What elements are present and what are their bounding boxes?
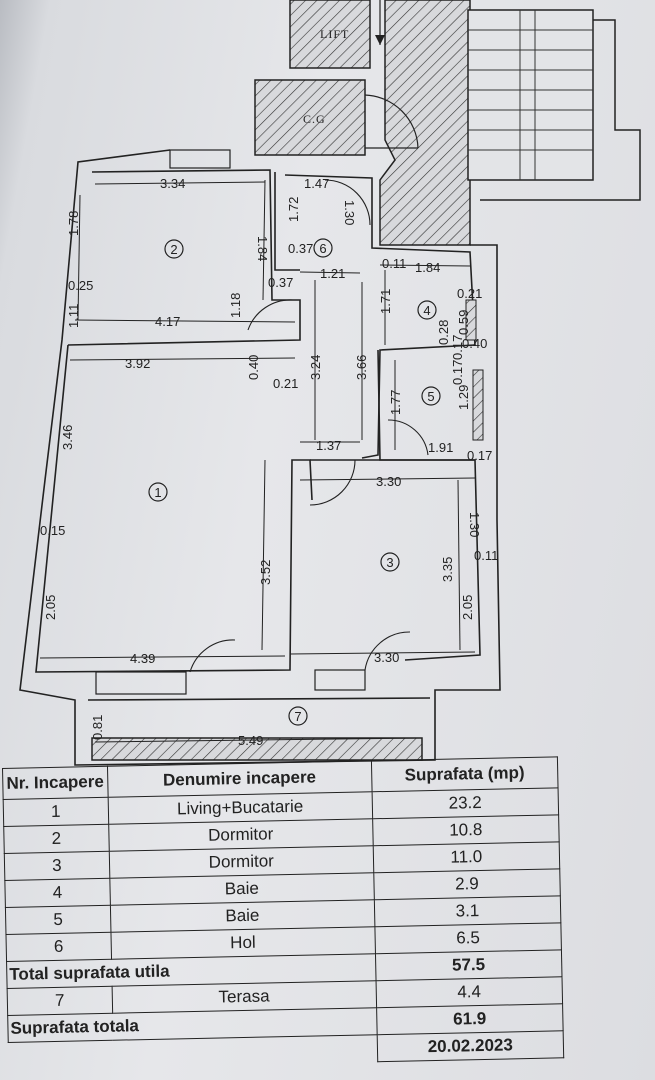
areas-table: Nr. Incapere Denumire incapere Suprafata… bbox=[2, 756, 564, 1070]
dimension-label: 3.92 bbox=[125, 356, 150, 371]
dimension-label: 0.21 bbox=[273, 376, 298, 391]
window bbox=[169, 149, 231, 169]
dimension-label: 0.37 bbox=[288, 241, 313, 256]
room-number: 4 bbox=[423, 303, 430, 318]
dimension-label: 1.18 bbox=[228, 293, 243, 318]
cg-label: C.G bbox=[303, 112, 326, 126]
lift-label: LIFT bbox=[320, 27, 349, 41]
dimension-label: 3.35 bbox=[440, 557, 455, 582]
room-nr: 6 bbox=[5, 932, 112, 962]
total-util-value: 57.5 bbox=[375, 949, 562, 981]
duct bbox=[465, 299, 477, 341]
room-number: 1 bbox=[154, 485, 161, 500]
room-number: 3 bbox=[386, 555, 393, 570]
room-2-marker bbox=[164, 239, 184, 259]
room-1-marker bbox=[148, 482, 168, 502]
room-number: 7 bbox=[294, 709, 301, 724]
dimension-label: 1.30 bbox=[467, 512, 482, 537]
dimension-label: 0.40 bbox=[462, 336, 487, 351]
room-area: 6.5 bbox=[374, 922, 562, 954]
dimension-label: 2.05 bbox=[460, 595, 475, 620]
dimension-label: 3.52 bbox=[258, 560, 273, 585]
room-area: 11.0 bbox=[372, 841, 560, 873]
room-nr: 7 bbox=[7, 986, 113, 1016]
room-number: 6 bbox=[319, 241, 326, 256]
col-header-nr: Nr. Incapere bbox=[2, 766, 108, 800]
core-area: LIFT C.G bbox=[254, 0, 641, 246]
room-area: 2.9 bbox=[373, 868, 561, 900]
dimension-label: 0.40 bbox=[246, 355, 261, 380]
window bbox=[314, 669, 366, 691]
dimension-label: 1.30 bbox=[342, 200, 357, 225]
room-6-marker bbox=[313, 238, 333, 258]
dimension-label: 0.17 bbox=[450, 335, 465, 360]
dimension-label: 2.05 bbox=[43, 595, 58, 620]
room-area: 23.2 bbox=[371, 787, 559, 819]
room-nr: 5 bbox=[5, 905, 111, 935]
dimension-label: 3.46 bbox=[60, 425, 75, 450]
dimension-label: 3.30 bbox=[374, 650, 399, 665]
dimension-label: 0.59 bbox=[456, 310, 471, 335]
dimension-label: 0.15 bbox=[40, 523, 65, 538]
room-nr: 2 bbox=[3, 824, 110, 854]
room-nr: 3 bbox=[4, 851, 110, 881]
dimension-label: 4.17 bbox=[155, 314, 180, 329]
dimension-label: 1.21 bbox=[320, 266, 345, 281]
dimension-label: 1.84 bbox=[415, 260, 440, 275]
dimension-label: 1.29 bbox=[456, 385, 471, 410]
outer-walls bbox=[19, 149, 501, 766]
dimension-label: 1.84 bbox=[255, 236, 270, 261]
dimension-label: 1.11 bbox=[66, 304, 81, 328]
dimension-label: 1.78 bbox=[66, 211, 81, 236]
room-5-marker bbox=[421, 386, 441, 406]
dimension-lines bbox=[39, 179, 476, 743]
room-4-marker bbox=[417, 300, 437, 320]
col-header-area: Suprafata (mp) bbox=[371, 756, 559, 792]
dimension-label: 5.49 bbox=[238, 733, 263, 748]
room-nr: 1 bbox=[3, 797, 109, 827]
dimension-label: 1.71 bbox=[378, 289, 393, 314]
dimension-label: 3.34 bbox=[160, 176, 185, 191]
room-area: 4.4 bbox=[375, 976, 563, 1008]
floor-plan: LIFT C.G bbox=[19, 0, 641, 766]
dimension-label: 3.30 bbox=[376, 474, 401, 489]
dimension-label: 0.11 bbox=[474, 548, 498, 563]
room-number: 5 bbox=[427, 389, 434, 404]
dimension-label: 0.37 bbox=[268, 275, 293, 290]
room-nr: 4 bbox=[4, 878, 111, 908]
dimension-label: 0.25 bbox=[68, 278, 93, 293]
dimension-label: 0.11 bbox=[382, 256, 406, 271]
dimension-label: 1.77 bbox=[388, 390, 403, 415]
dimension-label: 0.17 bbox=[450, 360, 465, 385]
total-value: 61.9 bbox=[376, 1003, 564, 1035]
dimension-label: 4.39 bbox=[130, 651, 155, 666]
door-swings bbox=[189, 179, 429, 673]
dimension-label: 0.81 bbox=[90, 715, 105, 740]
room-3-marker bbox=[380, 552, 400, 572]
duct bbox=[472, 369, 484, 441]
dimension-label: 1.47 bbox=[304, 176, 329, 191]
dimension-label: 1.37 bbox=[316, 438, 341, 453]
room-number: 2 bbox=[170, 242, 177, 257]
dimension-label: 1.91 bbox=[428, 440, 453, 455]
window bbox=[95, 671, 187, 695]
dimension-label: 0.21 bbox=[457, 286, 482, 301]
dimension-label: 1.72 bbox=[286, 197, 301, 222]
room-area: 3.1 bbox=[374, 895, 561, 927]
room-7-marker bbox=[288, 706, 308, 726]
terrace-parapet bbox=[91, 737, 423, 761]
dimension-label: 3.66 bbox=[354, 355, 369, 380]
room-area: 10.8 bbox=[372, 814, 560, 846]
dimension-label: 3.24 bbox=[308, 355, 323, 380]
dimension-label: 0.17 bbox=[467, 448, 492, 463]
dimension-label: 0.28 bbox=[436, 320, 451, 345]
date-value: 20.02.2023 bbox=[376, 1030, 564, 1062]
